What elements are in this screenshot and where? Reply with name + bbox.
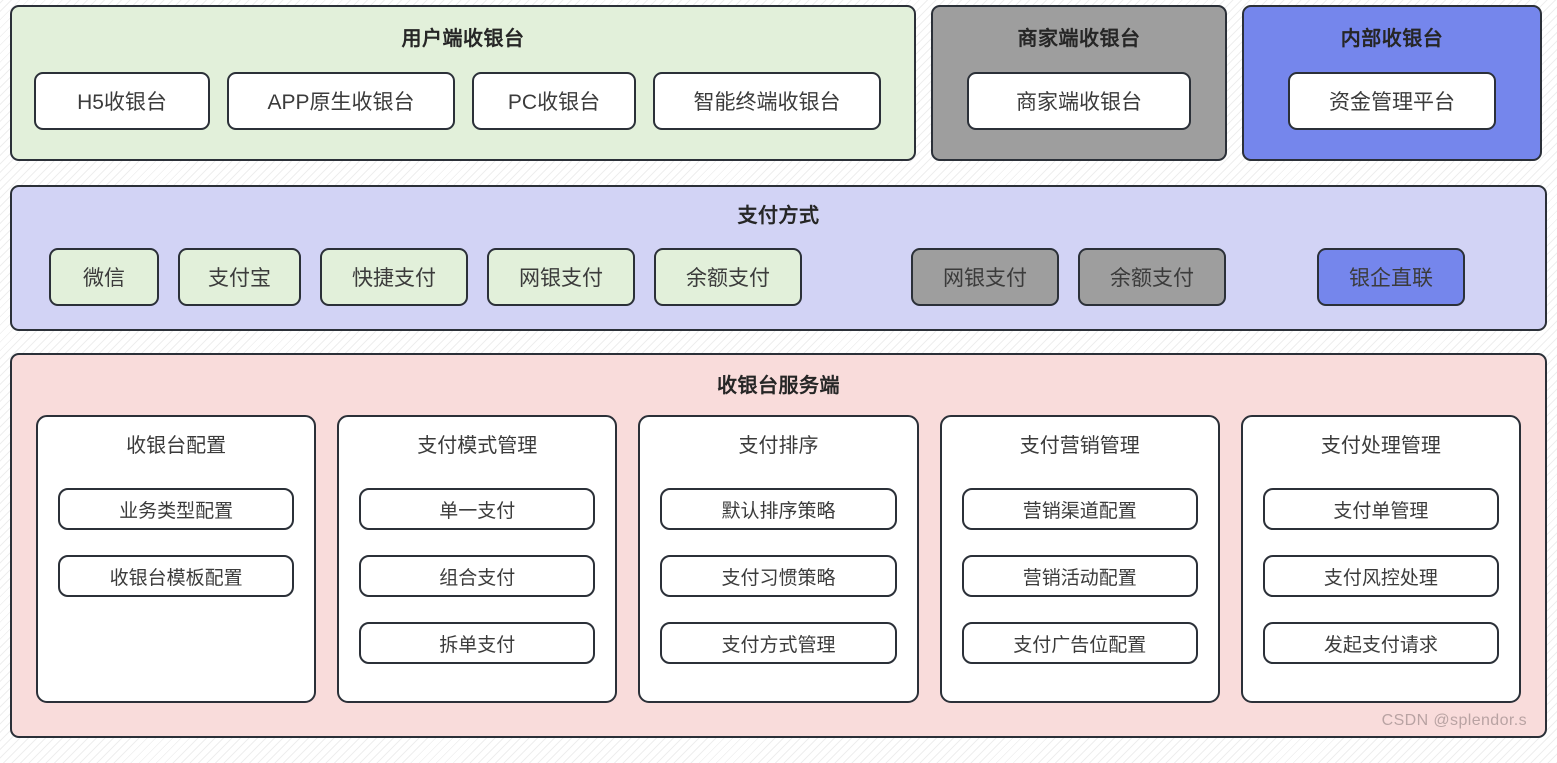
- service-item-combined-payment[interactable]: 组合支付: [359, 555, 596, 597]
- service-item-single-payment[interactable]: 单一支付: [359, 488, 596, 530]
- service-column-payment-marketing: 支付营销管理 营销渠道配置 营销活动配置 支付广告位配置: [939, 415, 1220, 703]
- service-item-payment-ad-slot-config[interactable]: 支付广告位配置: [961, 622, 1198, 664]
- panel-merchant-cashier: 商家端收银台 商家端收银台: [931, 5, 1227, 161]
- panel-consumer-cashier: 用户端收银台 H5收银台 APP原生收银台 PC收银台 智能终端收银台: [10, 5, 916, 161]
- service-column-payment-mode: 支付模式管理 单一支付 组合支付 拆单支付: [337, 415, 618, 703]
- panel-cashier-service: 收银台服务端 收银台配置 业务类型配置 收银台模板配置 支付模式管理 单一支付 …: [10, 353, 1547, 738]
- service-column-list: 收银台配置 业务类型配置 收银台模板配置 支付模式管理 单一支付 组合支付 拆单…: [12, 415, 1545, 703]
- consumer-node-list: H5收银台 APP原生收银台 PC收银台 智能终端收银台: [12, 72, 914, 130]
- payment-chip-wechat[interactable]: 微信: [49, 248, 159, 306]
- service-column-title: 支付处理管理: [1320, 435, 1441, 457]
- service-item-payment-method-management[interactable]: 支付方式管理: [660, 622, 897, 664]
- service-item-split-payment[interactable]: 拆单支付: [359, 622, 596, 664]
- payment-method-list: 微信 支付宝 快捷支付 网银支付 余额支付 网银支付 余额支付 银企直联: [12, 248, 1545, 306]
- payment-chip-merchant-online-bank[interactable]: 网银支付: [911, 248, 1059, 306]
- node-fund-management-platform[interactable]: 资金管理平台: [1288, 72, 1496, 130]
- payment-chip-merchant-balance[interactable]: 余额支付: [1078, 248, 1226, 306]
- panel-internal-cashier: 内部收银台 资金管理平台: [1242, 5, 1542, 161]
- service-item-payment-risk-control[interactable]: 支付风控处理: [1262, 555, 1500, 597]
- client-layer-row: 用户端收银台 H5收银台 APP原生收银台 PC收银台 智能终端收银台 商家端收…: [10, 5, 1547, 161]
- service-item-business-type-config[interactable]: 业务类型配置: [58, 488, 295, 530]
- service-column-title: 支付模式管理: [417, 435, 538, 457]
- service-item-marketing-campaign-config[interactable]: 营销活动配置: [961, 555, 1198, 597]
- panel-title-payment-methods: 支付方式: [737, 205, 820, 227]
- node-app-native-cashier[interactable]: APP原生收银台: [227, 72, 455, 130]
- service-column-title: 支付排序: [738, 435, 819, 457]
- payment-chip-alipay[interactable]: 支付宝: [178, 248, 301, 306]
- service-column-cashier-config: 收银台配置 业务类型配置 收银台模板配置: [36, 415, 317, 703]
- service-item-initiate-payment-request[interactable]: 发起支付请求: [1262, 622, 1500, 664]
- payment-chip-online-bank[interactable]: 网银支付: [487, 248, 635, 306]
- panel-title-merchant: 商家端收银台: [1017, 28, 1141, 50]
- service-item-default-sort-strategy[interactable]: 默认排序策略: [660, 488, 897, 530]
- service-column-payment-processing: 支付处理管理 支付单管理 支付风控处理 发起支付请求: [1240, 415, 1522, 703]
- payment-chip-balance[interactable]: 余额支付: [654, 248, 802, 306]
- service-item-payment-order-management[interactable]: 支付单管理: [1262, 488, 1500, 530]
- service-column-payment-sorting: 支付排序 默认排序策略 支付习惯策略 支付方式管理: [638, 415, 919, 703]
- payment-chip-bank-enterprise-direct[interactable]: 银企直联: [1317, 248, 1465, 306]
- payment-chip-quick-pay[interactable]: 快捷支付: [320, 248, 468, 306]
- merchant-node-list: 商家端收银台: [933, 72, 1225, 130]
- internal-node-list: 资金管理平台: [1244, 72, 1540, 130]
- panel-title-internal: 内部收银台: [1340, 28, 1444, 50]
- node-h5-cashier[interactable]: H5收银台: [34, 72, 210, 130]
- panel-payment-methods: 支付方式 微信 支付宝 快捷支付 网银支付 余额支付 网银支付 余额支付 银企直…: [10, 185, 1547, 331]
- service-column-title: 收银台配置: [126, 435, 227, 457]
- node-merchant-cashier[interactable]: 商家端收银台: [967, 72, 1191, 130]
- node-pc-cashier[interactable]: PC收银台: [472, 72, 636, 130]
- service-item-marketing-channel-config[interactable]: 营销渠道配置: [961, 488, 1198, 530]
- node-smart-terminal-cashier[interactable]: 智能终端收银台: [653, 72, 881, 130]
- watermark-text: CSDN @splendor.s: [1381, 712, 1527, 729]
- panel-title-cashier-service: 收银台服务端: [717, 375, 840, 397]
- service-column-title: 支付营销管理: [1019, 435, 1140, 457]
- service-item-payment-habit-strategy[interactable]: 支付习惯策略: [660, 555, 897, 597]
- panel-title-consumer: 用户端收银台: [401, 28, 525, 50]
- service-item-cashier-template-config[interactable]: 收银台模板配置: [58, 555, 295, 597]
